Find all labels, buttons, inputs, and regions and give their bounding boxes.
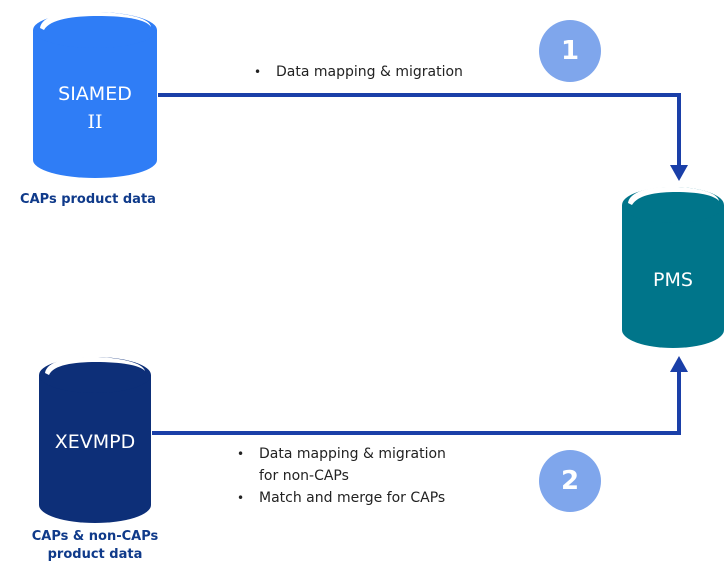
pms-label-line1: PMS [653, 269, 693, 291]
siamed-database-icon [33, 11, 157, 178]
step-1-note: Data mapping & migration [248, 61, 463, 83]
siamed-caption-line1: CAPs product data [20, 192, 156, 207]
xevmpd-caption-line1: CAPs & non-CAPs [31, 529, 159, 544]
xevmpd-caption: CAPs & non-CAPs product data [0, 528, 190, 564]
xevmpd-label-line1: XEVMPD [54, 431, 136, 453]
siamed-label-line2: II [87, 111, 103, 133]
xevmpd-caption-line2: product data [47, 547, 143, 562]
step-2-note-1: Data mapping & migration [231, 443, 446, 465]
step-1-notes: Data mapping & migration [248, 61, 463, 83]
xevmpd-label: XEVMPD [39, 428, 151, 456]
pms-database-icon [622, 186, 724, 348]
pms-label: PMS [622, 266, 724, 294]
step-1-badge: 1 [539, 20, 601, 82]
siamed-label: SIAMED II [33, 80, 157, 136]
step-2-badge: 2 [539, 450, 601, 512]
xevmpd-database-icon [39, 356, 151, 523]
step-2-note-2: Match and merge for CAPs [231, 487, 446, 509]
siamed-label-line1: SIAMED [58, 83, 132, 105]
step-2-notes: Data mapping & migration for non-CAPs Ma… [231, 443, 446, 509]
siamed-caption: CAPs product data [0, 191, 176, 209]
arrowhead-siamed-to-pms [670, 165, 688, 181]
connector-siamed-to-pms [158, 93, 681, 172]
arrowhead-xevmpd-to-pms [670, 356, 688, 372]
connector-xevmpd-to-pms [152, 367, 681, 435]
step-2-note-1-continued: for non-CAPs [259, 468, 349, 484]
